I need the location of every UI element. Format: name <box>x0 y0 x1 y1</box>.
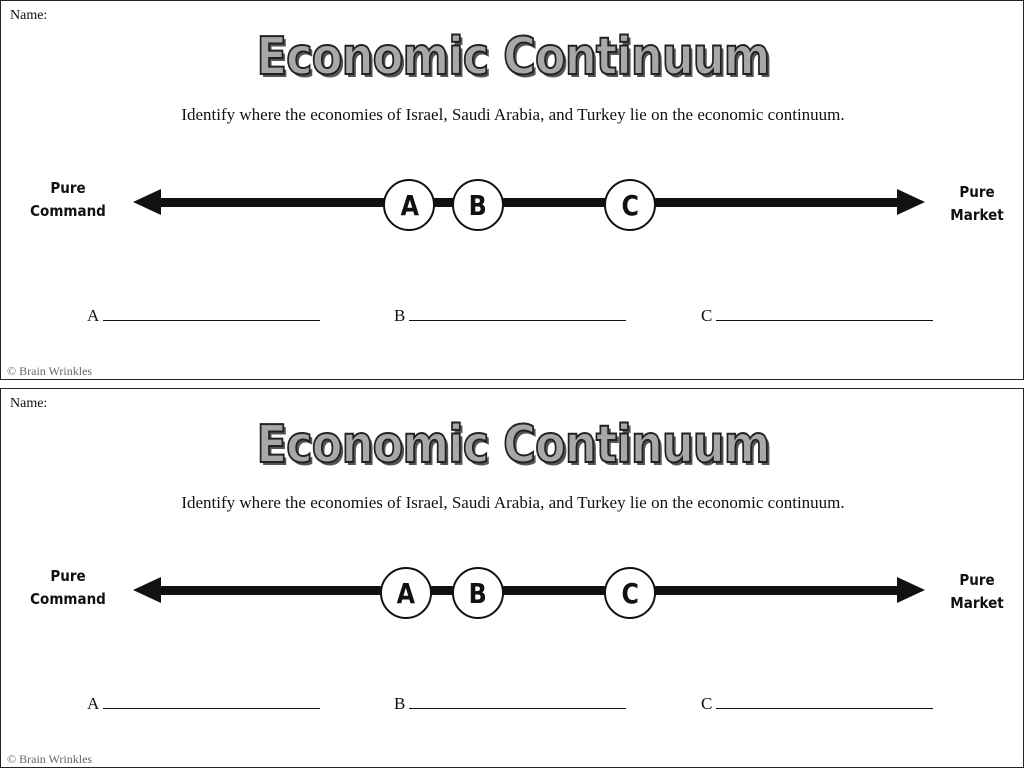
right-end-line-2: Market <box>950 594 1004 612</box>
right-end-line-1: Pure <box>959 571 995 589</box>
answer-a[interactable]: A <box>87 694 321 714</box>
pure-market-label: Pure Market <box>943 181 1011 227</box>
pure-command-label: Pure Command <box>28 565 109 611</box>
marker-b: B <box>451 567 504 619</box>
arrow-right-icon <box>897 577 925 603</box>
marker-a: A <box>379 567 432 619</box>
pure-command-label: Pure Command <box>28 177 109 223</box>
left-end-line-1: Pure <box>50 567 86 585</box>
right-end-line-2: Market <box>950 206 1004 224</box>
copyright: © Brain Wrinkles <box>7 364 93 378</box>
answer-b[interactable]: B <box>394 694 627 714</box>
instructions: Identify where the economies of Israel, … <box>181 105 845 124</box>
left-end-line-2: Command <box>30 202 106 220</box>
pure-market-label: Pure Market <box>943 569 1011 615</box>
left-end-line-1: Pure <box>50 179 86 197</box>
arrow-right-icon <box>897 189 925 215</box>
answer-c[interactable]: C <box>701 694 934 714</box>
continuum-line <box>151 586 911 595</box>
answer-a[interactable]: A <box>87 306 321 326</box>
worksheet-title: Economic Continuum <box>256 414 772 476</box>
copyright: © Brain Wrinkles <box>7 752 93 766</box>
marker-c: C <box>603 567 656 619</box>
continuum-line <box>151 198 911 207</box>
instructions: Identify where the economies of Israel, … <box>181 493 845 512</box>
right-end-line-1: Pure <box>959 183 995 201</box>
marker-a: A <box>383 179 436 231</box>
marker-b: B <box>451 179 504 231</box>
name-label: Name: <box>10 396 48 411</box>
worksheet-bottom: Name: Economic Continuum Identify where … <box>0 388 1024 768</box>
answer-b[interactable]: B <box>394 306 627 326</box>
answer-c[interactable]: C <box>701 306 934 326</box>
worksheet-top: Name: Economic Continuum Identify where … <box>0 0 1024 380</box>
name-label: Name: <box>10 8 48 23</box>
worksheet-title: Economic Continuum <box>256 26 772 88</box>
marker-c: C <box>603 179 656 231</box>
left-end-line-2: Command <box>30 590 106 608</box>
